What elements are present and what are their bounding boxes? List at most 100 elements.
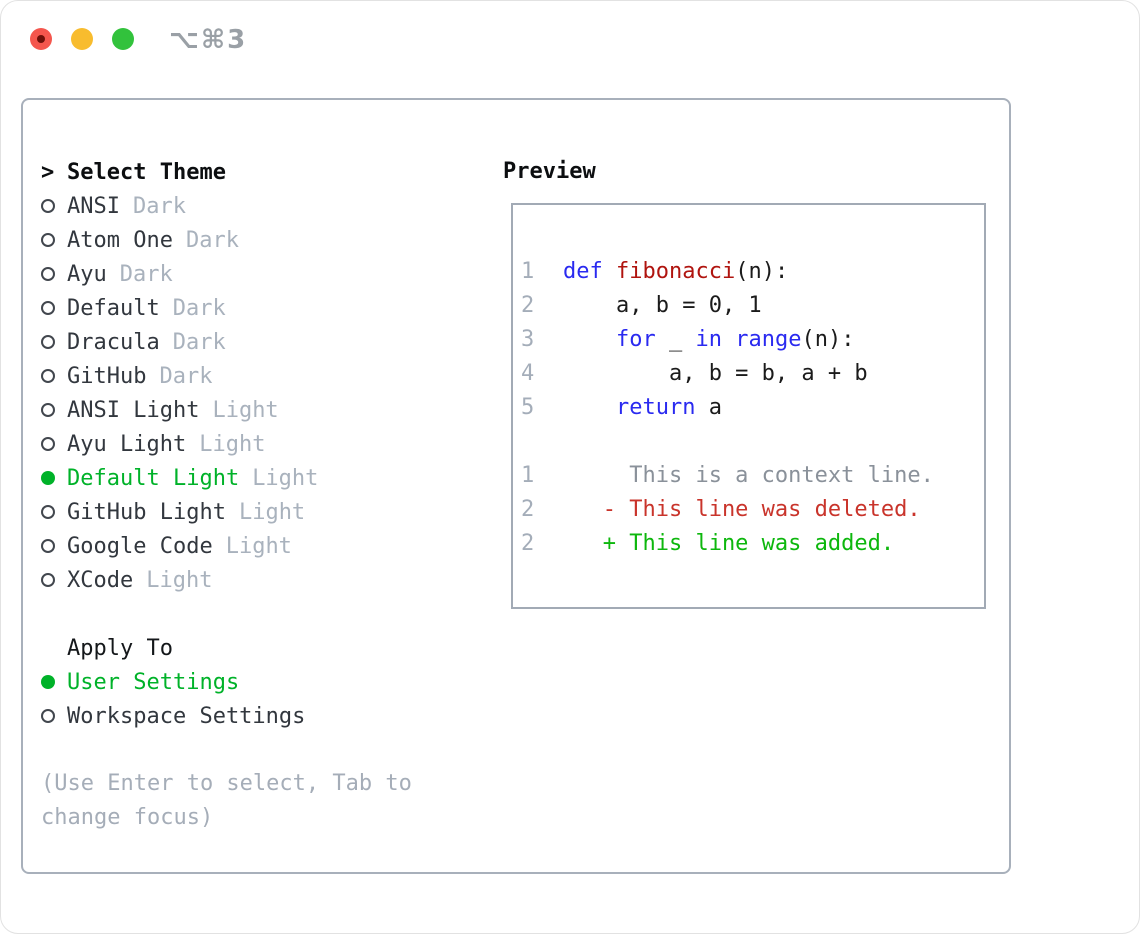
- line-text: This is a context line.: [563, 463, 934, 488]
- theme-option[interactable]: Default Dark: [41, 291, 481, 325]
- option-variant: Light: [212, 397, 279, 423]
- preview-box: 1 def fibonacci(n): 2 a, b = 0, 1 3 for …: [511, 203, 986, 609]
- line-number: 3: [521, 327, 535, 352]
- theme-option[interactable]: ANSI Light Light: [41, 393, 481, 427]
- option-variant: Dark: [132, 193, 186, 219]
- apply-to-option[interactable]: Workspace Settings: [41, 699, 481, 733]
- option-variant: Dark: [185, 227, 239, 253]
- diff-line-deleted: 2 - This line was deleted.: [521, 493, 984, 527]
- apply-to-option[interactable]: User Settings: [41, 665, 481, 699]
- radio-icon: [41, 471, 55, 485]
- theme-option[interactable]: Dracula Dark: [41, 325, 481, 359]
- line-text: - This line was deleted.: [563, 497, 921, 522]
- radio-icon: [41, 369, 55, 383]
- usage-hint: (Use Enter to select, Tab to change focu…: [41, 771, 412, 830]
- line-number: 1: [521, 259, 535, 284]
- option-variant: Dark: [119, 261, 173, 287]
- radio-icon: [41, 199, 55, 213]
- line-text: + This line was added.: [563, 531, 895, 556]
- option-name: Google Code: [67, 533, 213, 559]
- list-title: Select Theme: [67, 159, 226, 185]
- code-line: 3 for _ in range(n):: [521, 323, 984, 357]
- option-variant: Light: [225, 533, 292, 559]
- apply-to-header: Apply To: [41, 631, 481, 665]
- close-dot-icon: [37, 35, 45, 43]
- titlebar: ⌥⌘3: [1, 1, 1139, 77]
- code-line: 5 return a: [521, 391, 984, 425]
- code-line: 1 def fibonacci(n):: [521, 255, 984, 289]
- line-number: 5: [521, 395, 535, 420]
- code-line: 2 a, b = 0, 1: [521, 289, 984, 323]
- option-variant: Dark: [159, 363, 213, 389]
- preview-column: Preview 1 def fibonacci(n): 2 a, b = 0, …: [503, 155, 986, 609]
- theme-option[interactable]: ANSI Dark: [41, 189, 481, 223]
- code-line: 4 a, b = b, a + b: [521, 357, 984, 391]
- option-name: GitHub Light: [67, 499, 226, 525]
- option-variant: Light: [252, 465, 319, 491]
- radio-icon: [41, 437, 55, 451]
- line-number: 1: [521, 463, 535, 488]
- theme-option[interactable]: Ayu Dark: [41, 257, 481, 291]
- option-variant: Dark: [172, 295, 226, 321]
- option-name: Dracula: [67, 329, 160, 355]
- radio-icon: [41, 709, 55, 723]
- minimize-button[interactable]: [71, 28, 93, 50]
- option-name: Ayu Light: [67, 431, 187, 457]
- option-name: Default Light: [67, 465, 240, 491]
- diff-line-added: 2 + This line was added.: [521, 527, 984, 561]
- line-text: return a: [615, 395, 722, 420]
- radio-icon: [41, 403, 55, 417]
- theme-option[interactable]: Ayu Light Light: [41, 427, 481, 461]
- option-name: ANSI Light: [67, 397, 200, 423]
- diff-sample: 1 This is a context line. 2 - This line …: [521, 459, 984, 561]
- option-variant: Light: [199, 431, 266, 457]
- line-number: 4: [521, 361, 535, 386]
- traffic-lights: [30, 28, 134, 50]
- option-name: Atom One: [67, 227, 173, 253]
- theme-option[interactable]: Atom One Dark: [41, 223, 481, 257]
- option-name: User Settings: [67, 669, 240, 695]
- option-name: Ayu: [67, 261, 107, 287]
- theme-picker-panel: > Select Theme ANSI Dark Atom One Dark A…: [21, 98, 1011, 874]
- theme-list: ANSI Dark Atom One Dark Ayu Dark Default…: [41, 189, 481, 597]
- radio-icon: [41, 335, 55, 349]
- option-name: Default: [67, 295, 160, 321]
- option-name: GitHub: [67, 363, 147, 389]
- code-sample: 1 def fibonacci(n): 2 a, b = 0, 1 3 for …: [521, 255, 984, 425]
- apply-to-title: Apply To: [67, 635, 173, 661]
- line-text: a, b = b, a + b: [563, 361, 868, 386]
- line-text: for _ in range(n):: [615, 327, 855, 352]
- radio-icon: [41, 301, 55, 315]
- option-name: ANSI: [67, 193, 120, 219]
- line-number: 2: [521, 293, 535, 318]
- theme-option[interactable]: GitHub Light Light: [41, 495, 481, 529]
- line-number: 2: [521, 531, 535, 556]
- keyboard-shortcut-label: ⌥⌘3: [169, 25, 248, 55]
- radio-icon: [41, 539, 55, 553]
- apply-to-section: Apply To User Settings Workspace Setting…: [41, 631, 481, 733]
- line-text: def fibonacci(n):: [563, 259, 789, 284]
- option-name: XCode: [67, 567, 134, 593]
- select-theme-header: > Select Theme: [41, 155, 481, 189]
- option-variant: Light: [146, 567, 213, 593]
- line-number: 2: [521, 497, 535, 522]
- theme-option[interactable]: Default Light Light: [41, 461, 481, 495]
- radio-icon: [41, 675, 55, 689]
- theme-option[interactable]: GitHub Dark: [41, 359, 481, 393]
- apply-to-list: User Settings Workspace Settings: [41, 665, 481, 733]
- theme-option[interactable]: XCode Light: [41, 563, 481, 597]
- option-variant: Light: [238, 499, 306, 525]
- preview-title: Preview: [503, 159, 596, 184]
- close-button[interactable]: [30, 28, 52, 50]
- line-text: a, b = 0, 1: [563, 293, 762, 318]
- radio-icon: [41, 505, 55, 519]
- theme-list-column: > Select Theme ANSI Dark Atom One Dark A…: [41, 155, 481, 835]
- prompt-icon: >: [41, 159, 55, 185]
- radio-icon: [41, 267, 55, 281]
- radio-icon: [41, 233, 55, 247]
- zoom-button[interactable]: [112, 28, 134, 50]
- radio-icon: [41, 573, 55, 587]
- diff-line-context: 1 This is a context line.: [521, 459, 984, 493]
- theme-option[interactable]: Google Code Light: [41, 529, 481, 563]
